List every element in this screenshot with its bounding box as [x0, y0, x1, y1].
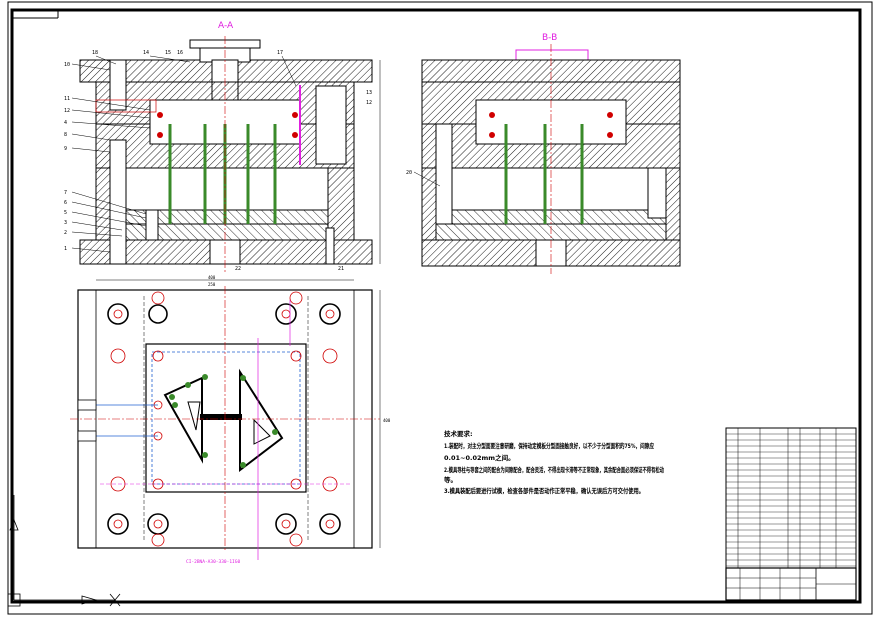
balloon-20: 20: [406, 170, 412, 176]
balloon-17: 17: [277, 50, 283, 56]
notes-heading: 技术要求:: [444, 429, 473, 438]
balloon-4: 4: [64, 120, 67, 126]
plan-view: 400 250: [70, 275, 391, 565]
notes-line1: 1.装配时，对主分型面要注意研磨，保持动定模板分型面接触良好，以不少于分型面积的…: [444, 441, 654, 450]
notes-line2: 0.01~0.02mm之间。: [444, 453, 515, 462]
balloon-3: 3: [64, 220, 67, 226]
balloon-15: 15: [165, 50, 171, 56]
bill-of-materials: [725, 427, 857, 569]
balloon-7: 7: [64, 190, 67, 196]
dim-width-inner: 250: [208, 282, 216, 287]
balloon-16: 16: [177, 50, 183, 56]
sheet-frame: [10, 8, 862, 604]
balloon-22: 22: [235, 266, 241, 272]
section-bb-view: B-B 20: [406, 33, 681, 274]
balloon-12: 12: [64, 108, 70, 114]
sheet-outer-border: [7, 1, 873, 615]
section-bb-title: B-B: [542, 33, 557, 43]
ucs-icon: [7, 495, 121, 607]
plan-section-label: CI-2BNA-A30-330-1IG0: [186, 559, 240, 565]
balloon-6: 6: [64, 200, 67, 206]
balloon-10: 10: [64, 62, 70, 68]
balloon-14: 14: [143, 50, 149, 56]
balloon-11: 11: [64, 96, 70, 102]
balloon-21: 21: [338, 266, 344, 272]
notes-line3: 2.模具导柱与导套之间的配合为间隙配合，配合灵活，不得出现卡滞等不正常现象，其余…: [444, 465, 664, 474]
balloon-5: 5: [64, 210, 67, 216]
notes-line5: 3.模具装配后要进行试模，检查各部件是否动作正常平稳，确认无误后方可交付使用。: [444, 486, 644, 495]
balloon-8: 8: [64, 132, 67, 138]
balloon-1: 1: [64, 246, 67, 252]
balloon-2: 2: [64, 230, 67, 236]
section-aa-title: A-A: [218, 21, 234, 31]
balloon-18: 18: [92, 50, 98, 56]
section-aa-view: A-A: [64, 21, 381, 272]
balloon-12b: 12: [366, 100, 372, 106]
technical-notes: 技术要求: 1.装配时，对主分型面要注意研磨，保持动定模板分型面接触良好，以不少…: [443, 429, 664, 495]
dim-height: 400: [383, 418, 391, 423]
dim-width-outer: 400: [208, 275, 216, 280]
title-block: [725, 567, 857, 601]
balloon-13: 13: [366, 90, 372, 96]
balloon-9: 9: [64, 146, 67, 152]
notes-line4: 等。: [443, 475, 457, 484]
